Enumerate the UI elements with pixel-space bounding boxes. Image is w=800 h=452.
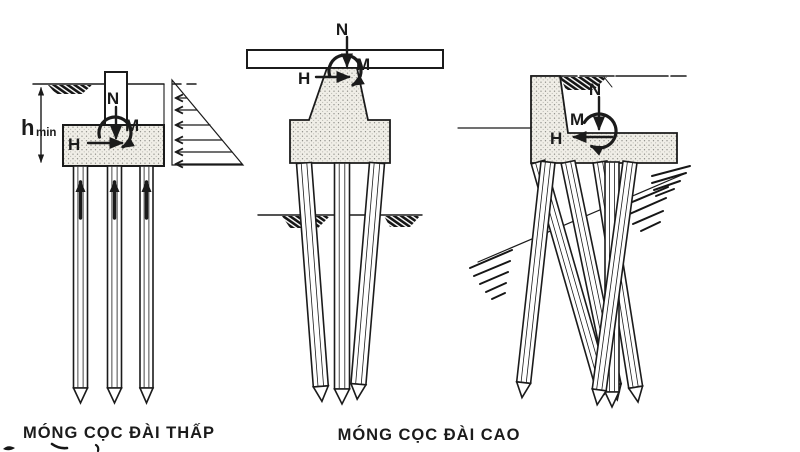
moment-arrow	[327, 53, 365, 87]
caption-low-pile-cap: MÓNG CỌC ĐÀI THẤP	[23, 423, 215, 442]
horizontal-force-label: H	[68, 135, 80, 154]
deck-beam	[246, 49, 444, 69]
pile	[106, 165, 123, 405]
moment-label: M	[356, 55, 370, 74]
caption-high-pile-cap: MÓNG CỌC ĐÀI CAO	[338, 425, 521, 444]
high-pile-cap-figure-b: N M H	[457, 75, 691, 409]
axial-force-label: N	[589, 80, 601, 99]
pile	[295, 161, 330, 404]
min-depth-dimension: h min	[21, 87, 56, 163]
moment-label: M	[125, 116, 139, 135]
low-pile-cap-figure: h min	[21, 71, 245, 406]
pile	[515, 160, 556, 400]
high-pile-cap-figure-a: N M H	[246, 20, 444, 406]
pile	[138, 165, 155, 406]
ground-line	[32, 83, 197, 126]
pile	[349, 161, 386, 401]
moment-arrow	[582, 112, 618, 156]
pile-cap	[530, 75, 678, 164]
min-depth-label: h	[21, 115, 34, 140]
soil-hatch	[384, 216, 420, 227]
axial-force-label: N	[336, 20, 348, 39]
axial-force-label: N	[107, 89, 119, 108]
min-depth-sub-label: min	[36, 127, 56, 139]
soil-hatch	[603, 76, 613, 88]
pile	[591, 160, 638, 407]
lateral-pressure-diagram	[171, 78, 245, 165]
soil-hatch	[560, 77, 607, 90]
moment-arrow	[97, 115, 135, 149]
soil-hatch	[48, 85, 92, 94]
moment-label: M	[570, 110, 584, 129]
horizontal-force-label: H	[298, 69, 310, 88]
cutoff-text-fragment	[3, 442, 100, 452]
pile	[72, 165, 89, 405]
pile	[333, 162, 351, 406]
horizontal-force-label: H	[550, 129, 562, 148]
